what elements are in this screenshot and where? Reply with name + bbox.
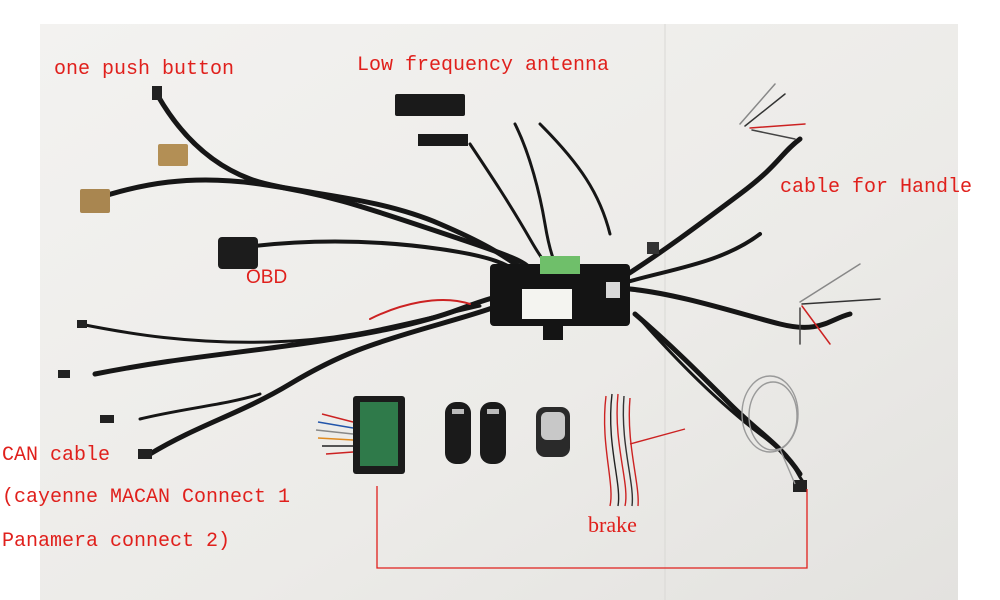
beige-connector-1 — [158, 144, 188, 166]
label-cable-for-handle: cable for Handle — [780, 176, 973, 199]
key-fobs — [445, 402, 570, 464]
beige-connector-2 — [80, 189, 110, 213]
connectors — [58, 86, 807, 492]
one-push-button-connector — [152, 86, 162, 100]
label-low-frequency-antenna: Low frequency antenna — [357, 54, 610, 77]
connection-line — [376, 486, 808, 569]
product-photo — [40, 24, 958, 600]
label-can-cable-line2: (cayenne MACAN Connect 1 — [2, 486, 291, 509]
brake-wire-coil — [603, 393, 686, 507]
label-can-cable-line3: Panamera connect 2) — [2, 530, 231, 553]
label-obd: OBD — [246, 267, 288, 288]
antenna-module — [395, 94, 465, 116]
label-brake: brake — [588, 512, 637, 537]
obd-connector — [218, 237, 258, 269]
label-one-push-button: one push button — [54, 58, 235, 81]
label-can-cable: CAN cable — [2, 444, 111, 467]
receiver-board — [315, 396, 405, 474]
handle-wires — [739, 83, 881, 345]
grey-wire-coil — [741, 375, 799, 485]
control-module — [490, 256, 630, 340]
